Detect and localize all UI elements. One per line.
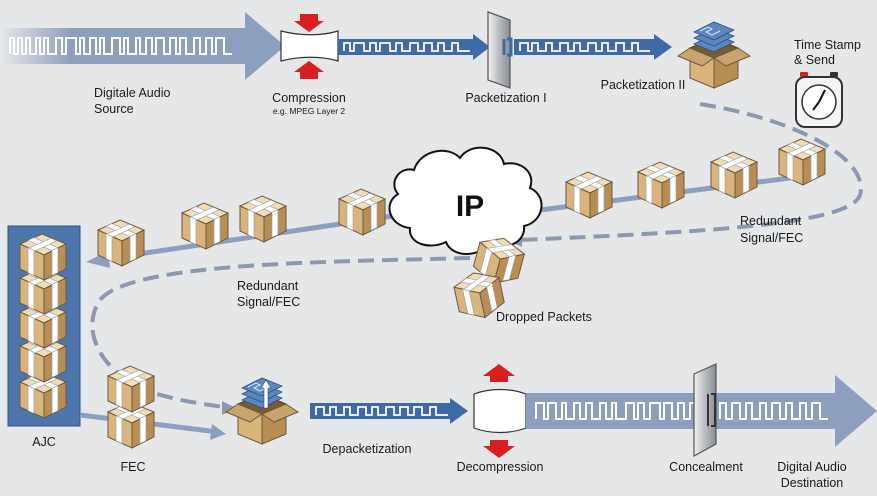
redundant-right-label-line1: Redundant [740,214,802,228]
packetization1-label: Packetization I [465,91,546,105]
dashed-path-left [90,256,471,410]
packet-box-icon [710,151,758,199]
stream-arrow-2-head [654,34,672,60]
depacketization-label: Depacketization [323,442,412,456]
packet-box-icon [107,365,155,413]
compression-sublabel: e.g. MPEG Layer 2 [273,106,346,116]
compression-label: Compression [272,91,346,105]
dropped-packets-label: Dropped Packets [496,310,592,324]
packet-box-icon [338,188,386,236]
stream-arrow-3-head [450,398,468,424]
source-arrow [0,12,285,80]
packet-box-icon [565,171,613,219]
packet-box-icon [637,161,685,209]
destination-waveform-2 [719,402,828,420]
stream-arrow-2-body [514,39,654,55]
concealment-panel-icon [693,363,717,458]
source-label-line2: Source [94,102,134,116]
redundant-left-label-line2: Signal/FEC [237,295,300,309]
decompression-press-icon [473,364,527,458]
redundant-left-label-line1: Redundant [237,279,299,293]
fec-packets [107,365,155,449]
packet-stream-top [502,37,513,57]
stream-1-waveform [343,42,470,52]
timestamp-label-line1: Time Stamp [794,38,861,52]
redundant-right-label-line2: Signal/FEC [740,231,803,245]
ip-cloud-icon: IP [388,146,543,255]
destination-label-line1: Digital Audio [777,460,847,474]
ip-label: IP [456,190,484,223]
destination-label-line2: Destination [781,476,844,490]
ajc-label: AJC [32,435,56,449]
packetization2-label: Packetization II [601,78,686,92]
source-label-line1: Digitale Audio [94,86,170,100]
stream-2-waveform [519,42,650,52]
depacketization-box [225,377,299,445]
fec-label: FEC [121,460,146,474]
packetizer-panel-icon [487,11,511,89]
concealment-label: Concealment [669,460,743,474]
redundant-packets-left [97,188,386,267]
source-waveform [9,37,232,55]
compression-press-icon [280,14,339,79]
decompression-label: Decompression [457,460,544,474]
dashed-path-right [519,102,863,242]
timestamp-label-line2: & Send [794,53,835,67]
stream-arrow-3-body [310,403,450,419]
stream-3-waveform [315,406,448,416]
destination-waveform [535,402,703,420]
ajc-to-box-arrowhead [210,424,226,440]
ajc-buffer [7,225,81,427]
open-box-icon [677,21,751,89]
stream-arrow-1-head [473,34,490,60]
stopwatch-icon [795,72,843,128]
